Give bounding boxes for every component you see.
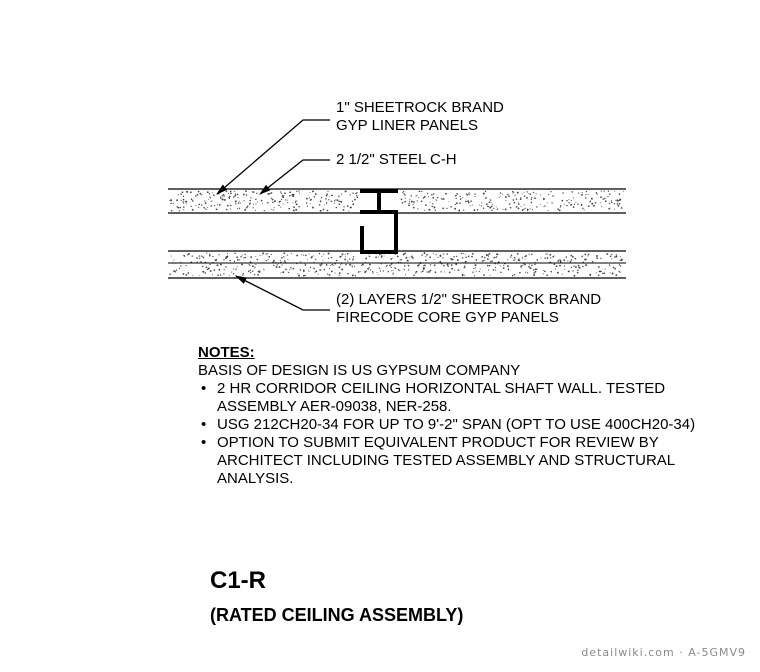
detail-subtitle: (RATED CEILING ASSEMBLY) — [210, 605, 464, 625]
label-firecode-line2: FIRECODE CORE GYP PANELS — [336, 309, 559, 326]
leader-stud — [259, 159, 330, 195]
note-line: 2 HR CORRIDOR CEILING HORIZONTAL SHAFT W… — [217, 380, 666, 397]
firecode-panels — [168, 250, 626, 279]
label-liner-line2: GYP LINER PANELS — [336, 117, 479, 134]
notes-heading: NOTES: — [198, 344, 255, 361]
watermark: detailwiki.com · A-5GMV9 — [581, 646, 746, 659]
note-item: 2 HR CORRIDOR CEILING HORIZONTAL SHAFT W… — [198, 380, 738, 416]
note-line: OPTION TO SUBMIT EQUIVALENT PRODUCT FOR … — [217, 434, 659, 451]
note-item: OPTION TO SUBMIT EQUIVALENT PRODUCT FOR … — [198, 434, 738, 488]
label-steel-stud: 2 1/2" STEEL C-H — [336, 151, 457, 168]
steel-ch-stud — [360, 189, 398, 254]
detail-title: C1-R — [210, 567, 267, 594]
leader-liner — [216, 119, 330, 195]
leader-firecode — [234, 275, 330, 311]
note-line: ASSEMBLY AER-09038, NER-258. — [217, 398, 452, 415]
liner-panel-stipple — [169, 190, 624, 212]
note-line: ANALYSIS. — [217, 470, 294, 487]
notes-list: 2 HR CORRIDOR CEILING HORIZONTAL SHAFT W… — [198, 380, 738, 488]
note-line: ARCHITECT INCLUDING TESTED ASSEMBLY AND … — [217, 452, 676, 469]
label-liner-line1: 1" SHEETROCK BRAND — [336, 99, 504, 116]
notes-intro: BASIS OF DESIGN IS US GYPSUM COMPANY — [198, 362, 521, 379]
notes-block: NOTES: BASIS OF DESIGN IS US GYPSUM COMP… — [198, 344, 738, 488]
note-line: USG 212CH20-34 FOR UP TO 9'-2" SPAN (OPT… — [217, 416, 696, 433]
note-item: USG 212CH20-34 FOR UP TO 9'-2" SPAN (OPT… — [198, 416, 738, 434]
label-firecode-line1: (2) LAYERS 1/2" SHEETROCK BRAND — [336, 291, 602, 308]
